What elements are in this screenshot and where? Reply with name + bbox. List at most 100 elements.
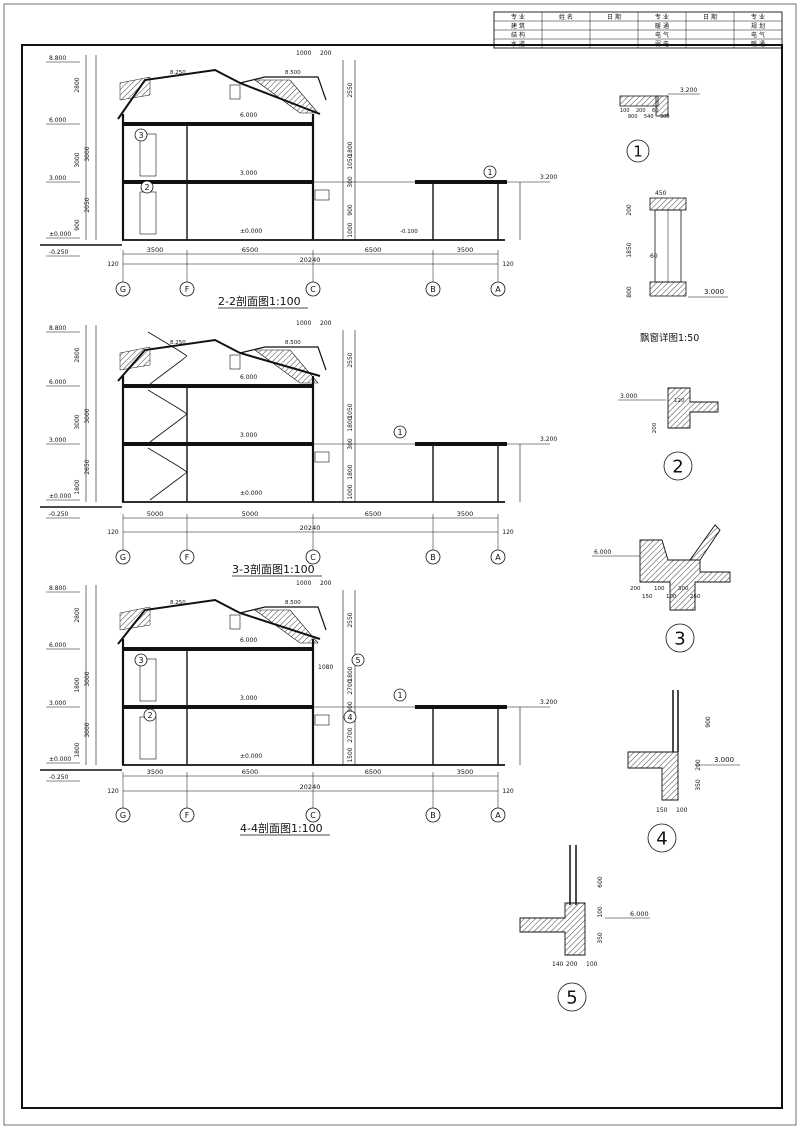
dim-text: 150 [642, 594, 653, 600]
axis-bubble [179, 807, 195, 823]
callout-2-label: 2 [147, 711, 152, 720]
window-box [314, 714, 330, 726]
dim-text: 100 [676, 807, 688, 814]
section-title: 4-4剖面图1:100 [240, 821, 323, 835]
dim-text: 900 [74, 219, 81, 231]
stair-flight [147, 447, 188, 473]
level-mark: -0.250 [49, 774, 69, 781]
level-mark: 6.000 [49, 642, 66, 649]
floor-level: 3.000 [240, 432, 257, 439]
total-dim: 20240 [300, 524, 321, 532]
callout-3 [134, 653, 148, 667]
roof-level: 8.500 [285, 70, 301, 76]
floor-slab-3 [123, 647, 313, 651]
level-mark: 3.000 [49, 175, 66, 182]
stair-flight [149, 355, 188, 385]
dim-text: 1800 [74, 742, 81, 757]
balcony-section [627, 751, 679, 801]
detail-number-label: 3 [674, 628, 685, 649]
beam-section [667, 387, 719, 429]
level-mark: 3.000 [704, 288, 724, 296]
dim-text: 100 [597, 906, 604, 918]
annex-level: 3.200 [540, 699, 557, 706]
detail-number [557, 982, 587, 1012]
axis-bubble-label: G [120, 553, 126, 562]
dim-text: 2050 [84, 197, 91, 212]
floor-level: ±0.000 [240, 228, 262, 235]
axis-bubble [490, 281, 506, 297]
axis-bubble-label: B [430, 811, 436, 820]
sheet-frame [21, 44, 783, 1109]
dim-text: 250 [690, 594, 701, 600]
callout-1-label: 1 [397, 428, 402, 437]
detail-number-label: 2 [672, 456, 683, 477]
edge-dim: 120 [107, 788, 119, 795]
axis-bubble [305, 807, 321, 823]
beam-section [655, 95, 669, 117]
title-block-cell: 专 业 [511, 13, 525, 21]
dim-text: 1850 [626, 242, 633, 257]
level-mark: 3.000 [620, 393, 637, 400]
callout-3-label: 3 [138, 131, 143, 140]
title-block-cell: 日 期 [703, 13, 717, 21]
callout-1 [393, 688, 407, 702]
floor-level: -0.100 [400, 229, 418, 235]
level-mark: 8.800 [49, 55, 66, 62]
dim-text: 3000 [84, 146, 91, 161]
stair-flight [147, 389, 188, 415]
dim-text: 6500 [242, 246, 259, 254]
dim-text: 1000 [296, 50, 311, 57]
detail-number [665, 623, 695, 653]
dim-text: 60 [650, 253, 658, 260]
level-mark: 3.000 [49, 700, 66, 707]
window-head [649, 197, 687, 211]
dim-text: 200 [320, 320, 332, 327]
dim-text: 350 [597, 932, 604, 944]
dim-text: 2700 [347, 727, 354, 742]
level-mark: 6.000 [49, 117, 66, 124]
axis-bubble-label: C [310, 811, 316, 820]
callout-5 [351, 653, 365, 667]
floor-level: 6.000 [240, 374, 257, 381]
level-mark: ±0.000 [49, 493, 71, 500]
roof-ridge [239, 606, 327, 631]
dim-text: 140 [552, 961, 564, 968]
dim-text: 100 [586, 961, 598, 968]
annex-level: 3.200 [540, 436, 557, 443]
dim-text: 200 [630, 586, 641, 592]
floor-level: ±0.000 [240, 753, 262, 760]
edge-dim: 120 [502, 261, 514, 268]
dim-text: 1800 [347, 666, 354, 681]
dim-text: 2550 [347, 82, 354, 97]
dim-text: 3000 [74, 414, 81, 429]
dim-text: 5000 [242, 510, 259, 518]
callout-4-label: 4 [347, 713, 352, 722]
dim-text: 100 [654, 586, 665, 592]
annex-canopy [415, 180, 507, 184]
stair-flight [147, 331, 188, 357]
dim-text: 6500 [365, 510, 382, 518]
level-mark: 8.800 [49, 325, 66, 332]
dim-text: 2550 [347, 352, 354, 367]
dim-text: 1500 [347, 747, 354, 762]
roof-level: 8.500 [285, 340, 301, 346]
dim-text: 6500 [365, 246, 382, 254]
title-block-cell: 电 气 [655, 31, 669, 39]
dim-text: 2550 [347, 612, 354, 627]
slab-edge [619, 95, 659, 107]
level-mark: ±0.000 [49, 756, 71, 763]
axis-bubble [305, 281, 321, 297]
dim-text: 60 [652, 108, 658, 114]
callout-1 [393, 425, 407, 439]
edge-dim: 120 [107, 261, 119, 268]
window-box [314, 189, 330, 201]
dim-text: 3500 [147, 768, 164, 776]
dim-text: 200 [636, 108, 646, 114]
axis-bubble [115, 281, 131, 297]
dim-text: 3500 [457, 510, 474, 518]
level-mark: 3.000 [49, 437, 66, 444]
axis-bubble-label: A [495, 285, 501, 294]
axis-bubble [179, 549, 195, 565]
title-block-cell: 规 划 [751, 22, 765, 30]
